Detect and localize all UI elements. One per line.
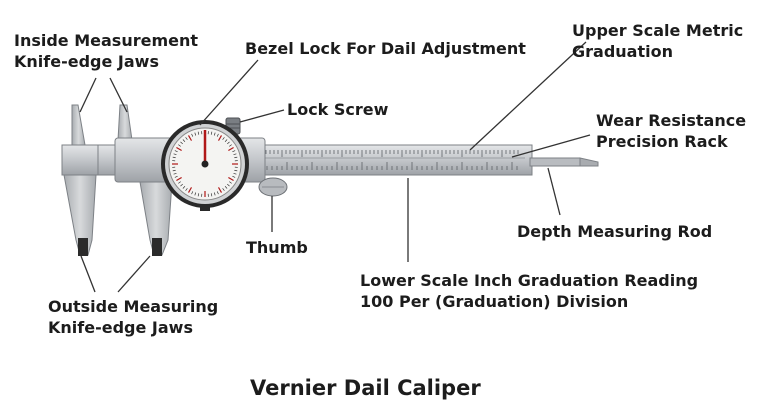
- lower-scale-label-line1: Lower Scale Inch Graduation Reading: [360, 271, 699, 290]
- diagram-title: Vernier Dail Caliper: [250, 376, 481, 400]
- bezel-lock-label: Bezel Lock For Dail Adjustment: [245, 39, 526, 58]
- outside-jaws-label-line2: Knife-edge Jaws: [48, 318, 193, 337]
- inside-jaws-label: Inside Measurement Knife-edge Jaws: [14, 30, 198, 72]
- outside-jaws-label-line1: Outside Measuring: [48, 297, 219, 316]
- inside-jaws-label-line2: Knife-edge Jaws: [14, 52, 159, 71]
- wear-rack-label-line2: Precision Rack: [596, 132, 728, 151]
- lower-scale-ticks: [261, 162, 518, 170]
- outside-jaws-label: Outside Measuring Knife-edge Jaws: [48, 296, 218, 338]
- upper-scale-label: Upper Scale Metric Graduation: [572, 20, 743, 62]
- depth-rod-label: Depth Measuring Rod: [517, 222, 713, 241]
- lock-screw-label: Lock Screw: [287, 100, 389, 119]
- lower-scale-label-line2: 100 Per (Graduation) Division: [360, 292, 629, 311]
- lower-scale-label: Lower Scale Inch Graduation Reading 100 …: [360, 270, 698, 312]
- thumb-wheel: [258, 177, 288, 197]
- upper-scale-ticks: [261, 150, 519, 157]
- wear-rack-label-line1: Wear Resistance: [596, 111, 747, 130]
- upper-scale-label-line1: Upper Scale Metric: [572, 21, 744, 40]
- thumb-label: Thumb: [246, 238, 308, 257]
- wear-rack-label: Wear Resistance Precision Rack: [596, 110, 746, 152]
- upper-scale-label-line2: Graduation: [572, 42, 673, 61]
- fixed-jaw: [61, 104, 99, 256]
- depth-rod: [529, 157, 599, 167]
- leader-lines: [79, 41, 591, 293]
- dial: [161, 120, 249, 211]
- inside-jaws-label-line1: Inside Measurement: [14, 31, 199, 50]
